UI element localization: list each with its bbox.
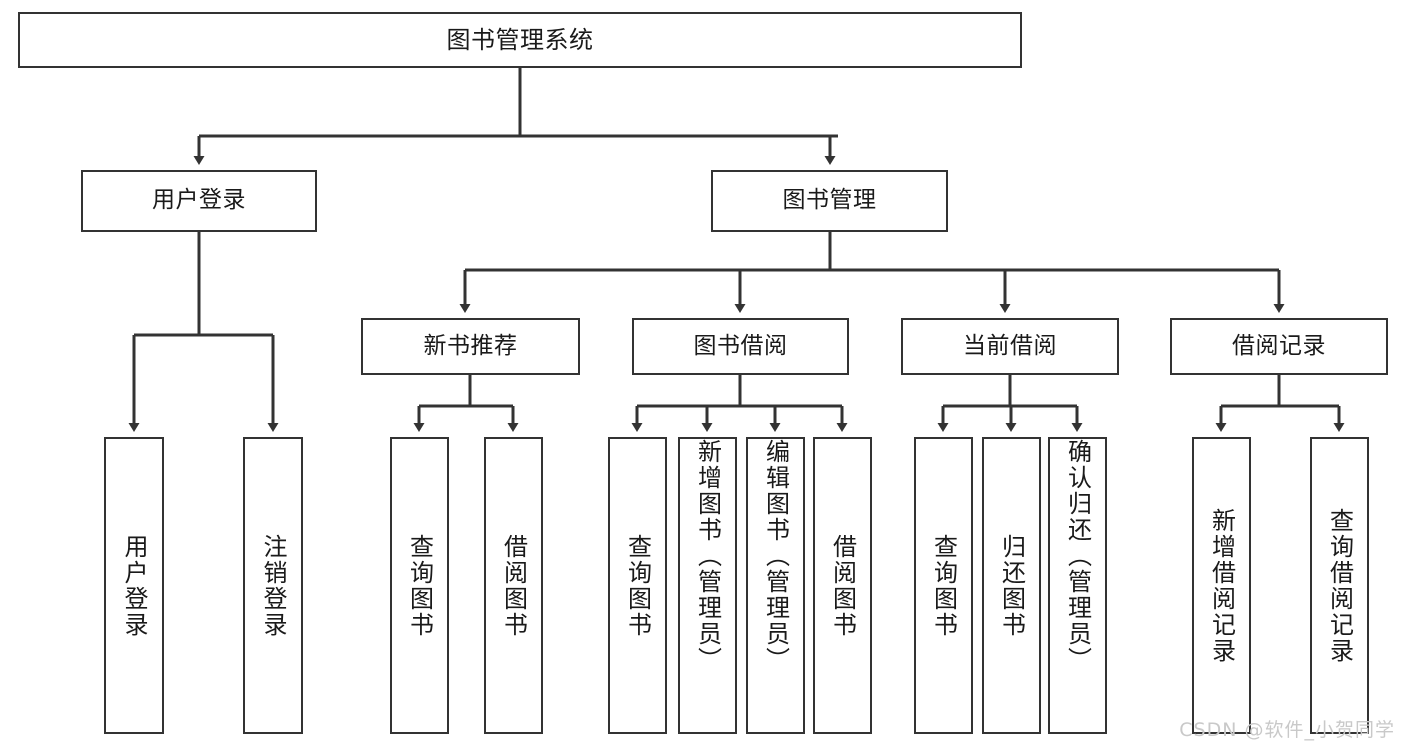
node-leaf-query-book-b[interactable]: 查询图书 [608,437,667,734]
node-leaf-return-book[interactable]: 归还图书 [982,437,1041,734]
node-leaf-borrow-book-a[interactable]: 借阅图书 [484,437,543,734]
node-book-borrow[interactable]: 图书借阅 [632,318,849,375]
node-leaf-add-book-label: 新增图书（管理员） [693,439,722,673]
node-leaf-query-record[interactable]: 查询借阅记录 [1310,437,1369,734]
node-leaf-logout[interactable]: 注销登录 [243,437,303,734]
node-leaf-confirm-return-label: 确认归还（管理员） [1063,439,1092,673]
node-leaf-confirm-return[interactable]: 确认归还（管理员） [1048,437,1107,734]
node-user-login[interactable]: 用户登录 [81,170,317,232]
node-borrow-record[interactable]: 借阅记录 [1170,318,1388,375]
node-leaf-query-book-a[interactable]: 查询图书 [390,437,449,734]
node-book-borrow-label: 图书借阅 [693,332,788,359]
node-leaf-edit-book[interactable]: 编辑图书（管理员） [746,437,805,734]
node-leaf-user-login[interactable]: 用户登录 [104,437,164,734]
node-leaf-borrow-book-b-label: 借阅图书 [828,533,857,638]
node-leaf-edit-book-label: 编辑图书（管理员） [761,439,790,673]
node-root[interactable]: 图书管理系统 [18,12,1022,68]
node-leaf-add-record[interactable]: 新增借阅记录 [1192,437,1251,734]
node-current-borrow-label: 当前借阅 [963,332,1057,359]
node-book-manage-label: 图书管理 [782,187,877,214]
node-leaf-add-book[interactable]: 新增图书（管理员） [678,437,737,734]
node-leaf-logout-label: 注销登录 [259,533,287,638]
node-leaf-return-book-label: 归还图书 [997,533,1026,638]
node-leaf-query-record-label: 查询借阅记录 [1325,507,1354,664]
node-leaf-query-book-b-label: 查询图书 [623,533,652,638]
node-leaf-query-book-a-label: 查询图书 [405,533,434,638]
node-user-login-label: 用户登录 [152,187,246,214]
node-borrow-record-label: 借阅记录 [1232,332,1326,359]
node-current-borrow[interactable]: 当前借阅 [901,318,1119,375]
node-book-manage[interactable]: 图书管理 [711,170,948,232]
node-new-book-recommend-label: 新书推荐 [423,332,518,359]
watermark: CSDN @软件_小贺同学 [1179,719,1395,741]
node-new-book-recommend[interactable]: 新书推荐 [361,318,580,375]
node-leaf-query-book-c[interactable]: 查询图书 [914,437,973,734]
node-leaf-borrow-book-a-label: 借阅图书 [499,533,528,638]
node-root-label: 图书管理系统 [446,25,594,54]
node-leaf-query-book-c-label: 查询图书 [929,533,958,638]
node-leaf-add-record-label: 新增借阅记录 [1207,507,1236,664]
node-leaf-user-login-label: 用户登录 [120,533,148,638]
node-leaf-borrow-book-b[interactable]: 借阅图书 [813,437,872,734]
